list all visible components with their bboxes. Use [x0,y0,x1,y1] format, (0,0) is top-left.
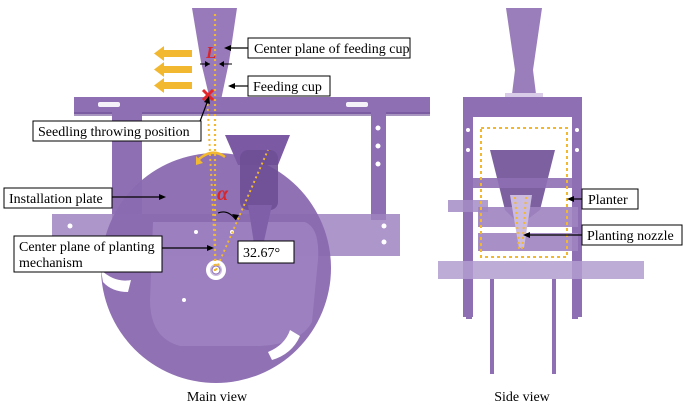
throwing-position-line [206,93,217,271]
motion-arrows [154,46,192,93]
label-seedling-throwing-position: Seedling throwing position [32,120,202,142]
alpha-symbol: α [217,183,229,205]
svg-text:mechanism: mechanism [19,256,83,271]
svg-text:Planter: Planter [588,193,628,208]
distance-L-label: L [205,43,216,62]
label-feeding-cup: Feeding cup [247,75,331,97]
seedling-throw-marker [201,88,215,102]
svg-text:Center plane of planting: Center plane of planting [19,240,155,255]
svg-text:Planting nozzle: Planting nozzle [587,229,674,244]
rotation-arc [197,151,226,161]
label-center-plane-feeding-cup: Center plane of feeding cup [247,37,411,59]
side-top-frame [463,97,582,117]
distance-L-marker: L [200,43,232,67]
side-view-guides [480,127,568,258]
label-planter: Planter [581,188,639,210]
svg-text:32.67°: 32.67° [243,246,280,261]
top-frame [74,97,430,114]
label-center-plane-planting-mechanism: Center plane of planting mechanism [13,235,163,273]
svg-text:Installation plate: Installation plate [9,192,103,207]
side-feeding-cup [506,8,542,94]
main-view-guides [196,14,269,272]
side-view-callout-arrows [523,196,582,238]
planter-highlight-box [480,127,568,258]
motion-arrow-2 [154,62,192,77]
side-base-bar [438,261,644,279]
caption-main-view: Main view [187,390,248,405]
motion-arrow-3 [154,78,192,93]
label-installation-plate: Installation plate [3,187,113,209]
svg-text:Feeding cup: Feeding cup [253,80,322,95]
main-view-callout-arrows [112,45,248,251]
motion-arrow-1 [154,46,192,61]
side-view-drawing [438,8,644,374]
label-angle-value: 32.67° [237,240,295,264]
planting-direction-line [215,149,269,271]
svg-text:Seedling throwing position: Seedling throwing position [38,125,190,140]
label-planting-nozzle: Planting nozzle [581,224,683,246]
caption-side-view: Side view [494,390,550,405]
svg-text:Center plane of feeding cup: Center plane of feeding cup [254,42,410,57]
